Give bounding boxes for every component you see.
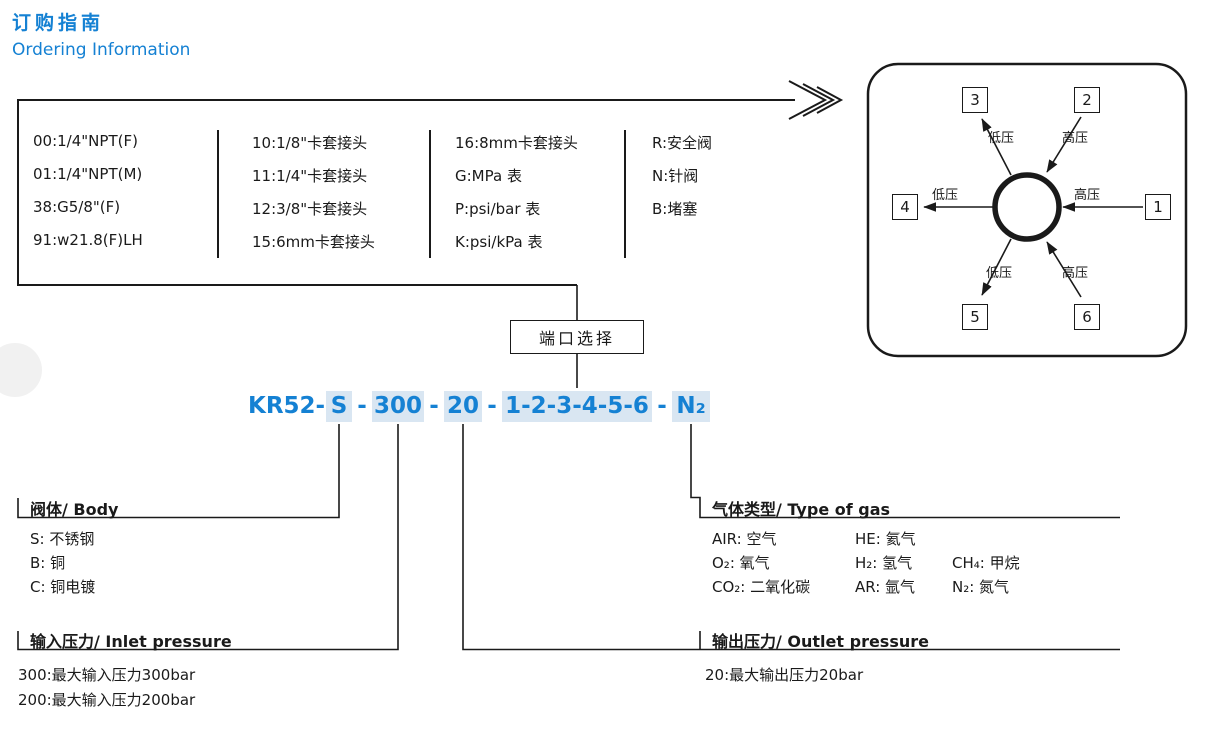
gas-option: AR: 氩气 <box>855 578 916 596</box>
arrow-chevron-1 <box>788 80 828 120</box>
high-pressure-label: 高压 <box>1074 188 1101 203</box>
code-prefix: KR52- <box>248 393 326 419</box>
connector-inlet-section <box>17 424 399 651</box>
arrow-to-port-5 <box>981 238 1012 296</box>
inlet-option: 200:最大输入压力200bar <box>18 691 196 709</box>
page-title-chinese: 订购指南 <box>12 12 105 34</box>
gas-option: N₂: 氮气 <box>952 578 1010 596</box>
outlet-section-title: 输出压力/ Outlet pressure <box>712 632 929 651</box>
option-item: R:安全阀 <box>652 134 713 152</box>
low-pressure-label: 低压 <box>986 266 1013 281</box>
connector-gas-section <box>690 424 1120 519</box>
body-section-title: 阀体/ Body <box>30 500 119 519</box>
code-outlet-segment: 20 <box>444 391 482 422</box>
code-separator: - <box>657 393 667 419</box>
code-gas-segment: N₂ <box>672 391 710 422</box>
outlet-option: 20:最大输出压力20bar <box>705 666 864 684</box>
connector-outlet-section <box>462 424 1120 651</box>
inlet-option: 300:最大输入压力300bar <box>18 666 196 684</box>
port-selection-box: 端口选择 <box>510 320 644 354</box>
body-option: S: 不锈钢 <box>30 530 95 548</box>
option-item: 10:1/8"卡套接头 <box>252 134 368 152</box>
port-4-box: 4 <box>892 194 918 220</box>
option-item: 91:w21.8(F)LH <box>33 231 143 249</box>
port-3-box: 3 <box>962 87 988 113</box>
arrow-chevron-3 <box>816 86 844 114</box>
option-item: 12:3/8"卡套接头 <box>252 200 368 218</box>
option-item: N:针阀 <box>652 167 699 185</box>
body-option: B: 铜 <box>30 554 66 572</box>
low-pressure-label: 低压 <box>988 131 1015 146</box>
port-selection-label: 端口选择 <box>538 329 615 348</box>
code-inlet-segment: 300 <box>372 391 424 422</box>
arrow-from-port-6 <box>1046 241 1082 298</box>
gas-option: H₂: 氢气 <box>855 554 913 572</box>
arrow-chevron-2 <box>802 83 836 117</box>
option-item: 00:1/4"NPT(F) <box>33 132 138 150</box>
arrow-to-port-3 <box>981 118 1012 176</box>
option-item: 01:1/4"NPT(M) <box>33 165 143 183</box>
gas-option: AIR: 空气 <box>712 530 777 548</box>
code-ports-segment: 1-2-3-4-5-6 <box>502 391 652 422</box>
regulator-body-circle <box>992 172 1062 242</box>
gas-option: O₂: 氧气 <box>712 554 770 572</box>
code-separator: - <box>487 393 497 419</box>
option-item: 38:G5/8"(F) <box>33 198 121 216</box>
option-item: G:MPa 表 <box>455 167 522 185</box>
inlet-section-title: 输入压力/ Inlet pressure <box>30 632 232 651</box>
option-item: K:psi/kPa 表 <box>455 233 543 251</box>
body-option: C: 铜电镀 <box>30 578 96 596</box>
gas-option: CH₄: 甲烷 <box>952 554 1020 572</box>
option-item: 15:6mm卡套接头 <box>252 233 375 251</box>
code-separator: - <box>357 393 367 419</box>
high-pressure-label: 高压 <box>1062 266 1089 281</box>
port-5-box: 5 <box>962 304 988 330</box>
port-6-box: 6 <box>1074 304 1100 330</box>
watermark-circle <box>0 343 42 397</box>
code-separator: - <box>429 393 439 419</box>
option-item: B:堵塞 <box>652 200 698 218</box>
gas-option: HE: 氦气 <box>855 530 916 548</box>
port-2-box: 2 <box>1074 87 1100 113</box>
option-item: P:psi/bar 表 <box>455 200 541 218</box>
gas-section-title: 气体类型/ Type of gas <box>712 500 891 519</box>
arrow-from-port-2 <box>1046 116 1082 173</box>
option-item: 16:8mm卡套接头 <box>455 134 578 152</box>
high-pressure-label: 高压 <box>1062 131 1089 146</box>
gas-option: CO₂: 二氧化碳 <box>712 578 811 596</box>
options-box-outline <box>17 99 795 286</box>
page-title-english: Ordering Information <box>12 40 191 60</box>
connector-body-section <box>17 424 340 519</box>
code-body-segment: S <box>326 391 352 422</box>
port-1-box: 1 <box>1145 194 1171 220</box>
low-pressure-label: 低压 <box>932 188 959 203</box>
option-item: 11:1/4"卡套接头 <box>252 167 368 185</box>
